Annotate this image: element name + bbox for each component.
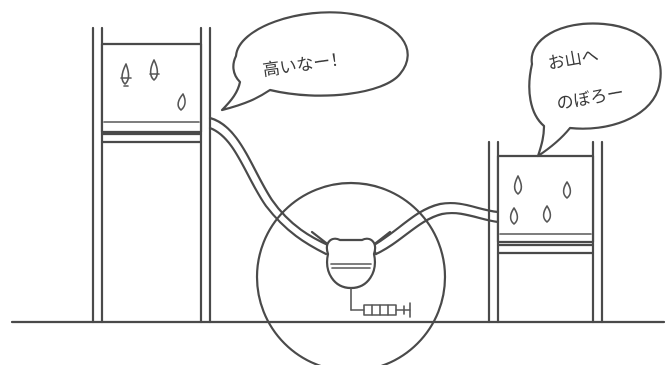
bubble-left-text: 高いなー！ xyxy=(262,49,349,81)
water-droplet-icon xyxy=(121,63,130,85)
siphon-tube xyxy=(208,116,500,256)
bubble-right-line2: のぼろー xyxy=(555,83,625,115)
right-droplets xyxy=(509,175,572,225)
right-container xyxy=(496,154,595,244)
magnifier-circle xyxy=(255,181,447,365)
water-droplet-icon xyxy=(562,181,572,199)
speech-bubble-left: 高いなー！ xyxy=(220,11,409,112)
water-droplet-icon xyxy=(542,205,552,223)
water-droplet-icon xyxy=(149,59,159,81)
left-container xyxy=(100,42,203,134)
water-droplet-icon xyxy=(513,175,523,195)
speech-bubble-right: お山へ のぼろー xyxy=(528,22,662,158)
water-droplet-icon xyxy=(177,93,186,111)
bubble-right-line1: お山へ xyxy=(546,46,600,75)
left-droplets xyxy=(120,59,186,111)
pump-bulb xyxy=(325,237,377,311)
water-droplet-icon xyxy=(509,207,519,225)
syringe-icon xyxy=(350,302,411,318)
